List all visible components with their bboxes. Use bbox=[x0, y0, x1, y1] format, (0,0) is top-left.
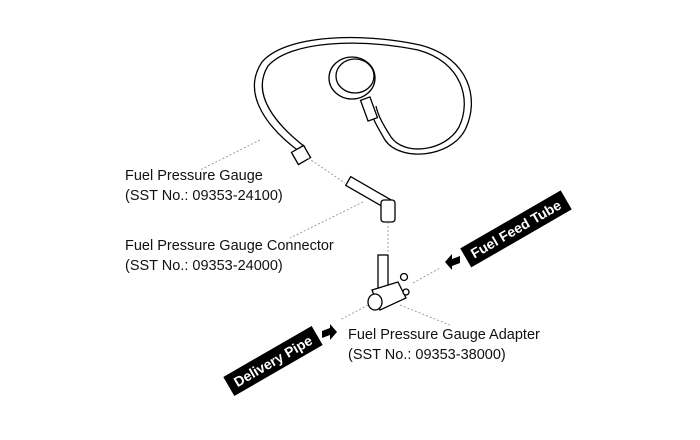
connector-icon bbox=[344, 175, 396, 223]
hose bbox=[253, 36, 472, 155]
hose-nut-icon bbox=[290, 144, 312, 166]
adapter-name: Fuel Pressure Gauge Adapter bbox=[348, 327, 540, 343]
feed-arrow-icon bbox=[445, 254, 460, 270]
flow-arrows bbox=[322, 254, 460, 340]
gauge-sst: (SST No.: 09353-24100) bbox=[125, 188, 283, 204]
connector-sst: (SST No.: 09353-24000) bbox=[125, 258, 283, 274]
leader-lines bbox=[199, 139, 451, 326]
connector-label: Fuel Pressure Gauge Connector (SST No.: … bbox=[125, 236, 334, 276]
gauge-name: Fuel Pressure Gauge bbox=[125, 168, 263, 184]
gauge-label: Fuel Pressure Gauge (SST No.: 09353-2410… bbox=[125, 166, 283, 206]
adapter-icon bbox=[367, 254, 410, 311]
adapter-sst: (SST No.: 09353-38000) bbox=[348, 347, 506, 363]
adapter-label: Fuel Pressure Gauge Adapter (SST No.: 09… bbox=[348, 325, 540, 365]
pressure-gauge-icon bbox=[328, 56, 379, 122]
delivery-arrow-icon bbox=[322, 324, 337, 340]
connector-name: Fuel Pressure Gauge Connector bbox=[125, 238, 334, 254]
